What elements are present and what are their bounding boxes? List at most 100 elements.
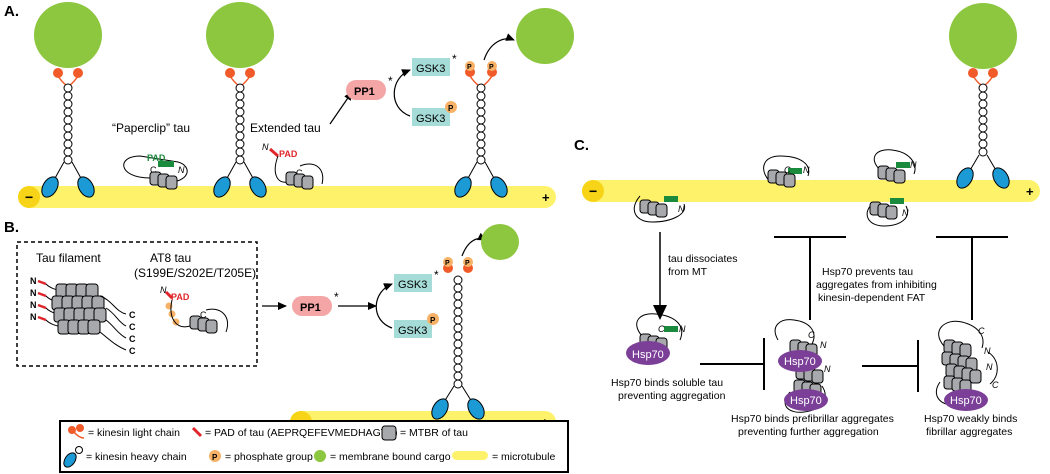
legend-cargo-icon — [314, 450, 326, 462]
gsk3-b-active: GSK3 * — [394, 268, 439, 292]
caption-3a: Hsp70 weakly binds — [924, 413, 1017, 425]
mt-minus-a: − — [25, 189, 33, 205]
extended-tau: N PAD C — [262, 142, 324, 190]
legend-phosphate-icon — [209, 450, 221, 462]
pre-n: N — [820, 340, 827, 350]
fil-n4: N — [30, 312, 37, 322]
panel-a-label: A. — [4, 3, 19, 20]
gsk3-b-active-text: GSK3 — [398, 279, 427, 291]
microtubule-a: − + — [18, 186, 556, 208]
mt-plus-a: + — [542, 190, 550, 205]
panel-b-box — [16, 241, 258, 367]
inhibit-2 — [862, 340, 919, 392]
legend-kinesin-heavy: = kinesin heavy chain — [86, 451, 187, 463]
sol-c: C — [658, 324, 665, 334]
caption-2b: preventing further aggregation — [738, 426, 879, 438]
phos-a3-2: P — [489, 64, 494, 71]
phos-a3-1: P — [467, 64, 472, 71]
pre-c: C — [808, 330, 815, 340]
kinesin-a3: P P — [454, 61, 508, 198]
fib-c2: C — [992, 380, 999, 390]
c1-n: N — [678, 204, 685, 214]
at8-mutations: (S199E/S202E/T205E) — [134, 266, 256, 280]
cargo-a3-released — [516, 8, 574, 64]
inhibit-1 — [700, 338, 765, 390]
pre-hsp70-1: Hsp70 — [784, 356, 816, 368]
at8-c: C — [200, 310, 207, 320]
filament-label: Tau filament — [36, 251, 101, 265]
gsk3-a-inactive-text: GSK3 — [416, 113, 445, 125]
cargo-c — [949, 3, 1017, 69]
panel-c-label: C. — [574, 137, 589, 154]
legend-pad-icon — [191, 426, 203, 438]
extended-c: C — [296, 168, 303, 178]
tau-filament: N N N N C C C C — [30, 276, 136, 356]
pp1-a-text: PP1 — [354, 86, 375, 98]
soluble-tau-hsp70: C N Hsp70 — [626, 313, 686, 365]
legend-phosphate: = phosphate group — [225, 451, 313, 463]
prefibrillar-hsp70: C N N Hsp70 Hsp70 — [774, 319, 831, 413]
fil-c4: C — [129, 346, 136, 356]
legend-mtbr-icon — [381, 425, 397, 441]
mt-minus-c: − — [589, 183, 597, 199]
gsk3-b-inactive-text: GSK3 — [398, 325, 427, 337]
fil-c1: C — [129, 310, 136, 320]
paperclip-tau: PAD C N — [123, 153, 188, 190]
stalk-a1 — [63, 83, 73, 165]
gsk3-a-active: GSK3 * — [412, 52, 457, 76]
legend-microtubule-icon — [452, 451, 488, 460]
microtubule-c: − + — [582, 180, 1040, 202]
gsk3-a-star: * — [452, 52, 457, 66]
at8-n: N — [160, 285, 167, 295]
at8-tau: N PAD C — [160, 285, 228, 334]
legend-pad: = PAD of tau (AEPRQEFEVMEDHAGTY) — [205, 427, 398, 439]
gsk3-b-star: * — [434, 268, 439, 282]
panel-b-label: B. — [4, 219, 19, 236]
paperclip-c: C — [150, 165, 157, 175]
at8-pad: PAD — [171, 292, 190, 302]
legend-kinesin-light-icon — [68, 424, 85, 439]
gsk3-b-inactive: GSK3 P — [394, 313, 439, 338]
inhibit-fat-1 — [774, 236, 846, 320]
tau-on-mt-c2: C N — [763, 155, 810, 188]
legend-box — [59, 420, 569, 473]
c3-n: N — [910, 160, 917, 170]
caption-2a: Hsp70 binds prefibrillar aggregates — [731, 413, 894, 425]
c2-c: C — [784, 165, 791, 175]
mt-plus-c: + — [1026, 184, 1034, 199]
pp1-b-text: PP1 — [300, 302, 321, 314]
caption-1a: Hsp70 binds soluble tau — [611, 377, 723, 389]
extended-pad: PAD — [279, 149, 298, 159]
fibrillar-hsp70: C N N C Hsp70 — [935, 320, 999, 411]
gsk3-a-inactive: GSK3 P — [412, 101, 457, 126]
kinesin-c — [949, 3, 1017, 189]
phos-b-2: P — [465, 260, 470, 267]
phos-b-1: P — [445, 260, 450, 267]
fil-c3: C — [129, 334, 136, 344]
tau-on-mt-c1: C N — [633, 195, 686, 223]
arrow-gsk3-b-cycle — [375, 283, 393, 329]
sol-n: N — [679, 324, 686, 334]
dissociate-text-1: tau dissociates — [668, 253, 737, 265]
pre-hsp70-2: Hsp70 — [790, 395, 822, 407]
extended-n: N — [262, 142, 269, 152]
arrow-a-to-pp1 — [329, 91, 353, 125]
paperclip-pad: PAD — [147, 153, 166, 163]
fil-c2: C — [129, 322, 136, 332]
c3-n2: N — [902, 208, 909, 218]
fib-n1: N — [984, 346, 991, 356]
kinesin-a2 — [206, 2, 274, 198]
extended-tau-label: Extended tau — [250, 121, 321, 135]
pp1-b-star: * — [334, 290, 339, 304]
gsk3-b-p: P — [430, 316, 436, 325]
gsk3-a-p: P — [448, 104, 454, 113]
caption-1b: preventing aggregation — [618, 390, 726, 402]
at8-label: AT8 tau — [150, 251, 191, 265]
cargo-a1 — [34, 2, 102, 68]
fib-n2: N — [986, 362, 993, 372]
dissociate-text-2: from MT — [668, 266, 708, 278]
gsk3-a-active-text: GSK3 — [416, 63, 445, 75]
tau-on-mt-c3: N N C — [866, 149, 917, 227]
pp1-a-star: * — [388, 74, 393, 88]
